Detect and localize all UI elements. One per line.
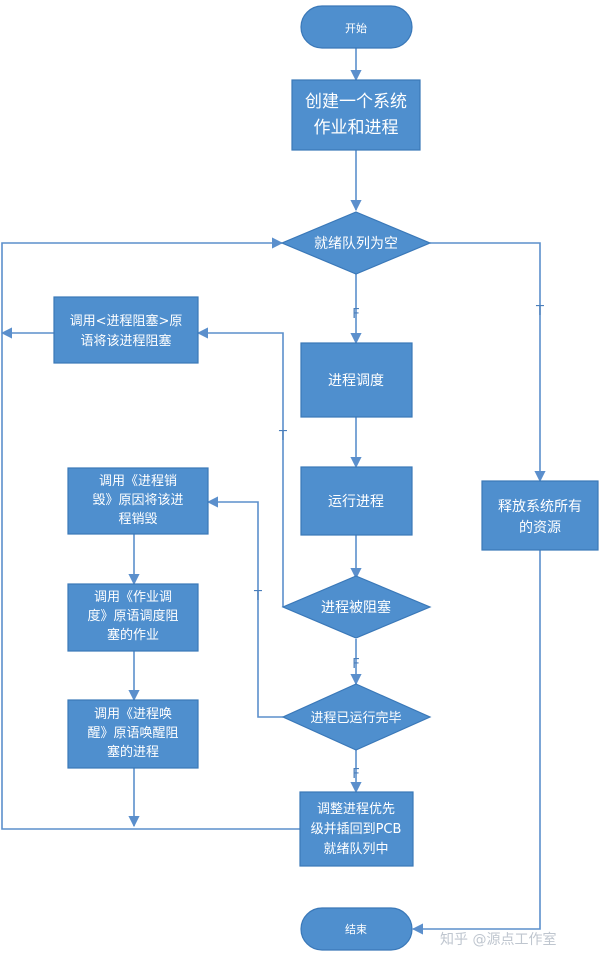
label-line: 调整进程优先 xyxy=(317,802,395,817)
schedule-node xyxy=(300,342,413,418)
label-line: 结束 xyxy=(345,923,367,936)
wakeup-label: 调用《进程唤醒》原语唤醒阻塞的进程 xyxy=(87,707,178,760)
release-label: 释放系统所有的资源 xyxy=(498,499,582,536)
end-label: 结束 xyxy=(345,923,367,936)
ready-empty-label: 就绪队列为空 xyxy=(314,236,398,252)
start-label: 开始 xyxy=(345,21,367,35)
label-line: 创建一个系统 xyxy=(305,92,407,112)
create-node xyxy=(291,79,421,151)
label-line: 醒》原语唤醒阻 xyxy=(87,726,178,741)
label-line: 进程被阻塞 xyxy=(321,599,391,616)
edge-ready-release xyxy=(430,242,546,483)
blocked-true-label: T xyxy=(278,429,287,444)
label-line: 进程调度 xyxy=(328,373,384,389)
block-primitive-node xyxy=(53,296,199,364)
label-line: 级并插回到PCB xyxy=(311,822,402,837)
create-label: 创建一个系统作业和进程 xyxy=(305,92,407,138)
label-line: 调用《进程销 xyxy=(99,474,177,489)
label-line: 塞的进程 xyxy=(107,744,159,760)
connectors xyxy=(0,48,546,935)
finished-label: 进程已运行完毕 xyxy=(310,711,401,726)
run-node xyxy=(300,466,413,536)
label-line: 程销毁 xyxy=(118,512,157,527)
label-line: 就绪队列为空 xyxy=(314,236,398,252)
ready-empty-true-label: T xyxy=(535,304,544,319)
blocked-decision xyxy=(281,575,432,639)
job-schedule-label: 调用《作业调度》原语调度阻塞的作业 xyxy=(87,590,178,643)
finished-false-label: F xyxy=(352,767,359,782)
label-line: 的资源 xyxy=(519,520,561,536)
label-line: 塞的作业 xyxy=(107,627,159,643)
label-line: 语将该进程阻塞 xyxy=(80,333,171,349)
end-node xyxy=(300,907,413,951)
label-line: 毁》原因将该进 xyxy=(92,493,183,508)
edge-blocked-blockprimitive xyxy=(196,327,284,607)
label-line: 开始 xyxy=(345,21,367,35)
adjust-label: 调整进程优先级并插回到PCB 就绪队列中 xyxy=(311,802,402,857)
blocked-false-label: F xyxy=(352,657,359,672)
label-line: 调用《进程唤 xyxy=(94,707,172,722)
label-line: 就绪队列中 xyxy=(323,842,388,857)
edge-release-end xyxy=(411,550,541,935)
finished-decision xyxy=(281,683,432,751)
label-line: 进程已运行完毕 xyxy=(310,711,401,726)
ready-empty-false-label: F xyxy=(352,307,359,322)
label-line: 调用<进程阻塞>原 xyxy=(70,313,183,329)
label-line: 度》原语调度阻 xyxy=(87,608,178,624)
label-line: 作业和进程 xyxy=(314,118,399,138)
job-schedule-node xyxy=(67,583,199,652)
label-line: 调用《作业调 xyxy=(94,590,172,605)
blocked-label: 进程被阻塞 xyxy=(321,599,391,616)
label-line: 运行进程 xyxy=(328,494,384,510)
block-primitive-label: 调用<进程阻塞>原语将该进程阻塞 xyxy=(70,313,183,349)
release-node xyxy=(481,480,599,551)
adjust-node xyxy=(299,791,414,867)
start-node xyxy=(300,5,413,49)
destroy-node xyxy=(67,467,209,535)
finished-true-label: T xyxy=(253,589,262,604)
ready-empty-decision xyxy=(280,211,432,275)
nodes xyxy=(53,5,599,951)
label-line: 释放系统所有 xyxy=(498,499,582,515)
watermark: 知乎 @源点工作室 xyxy=(440,931,556,948)
wakeup-node xyxy=(67,699,199,769)
edge-adjust-loop xyxy=(1,237,300,830)
edge-finished-destroy xyxy=(206,496,283,718)
run-label: 运行进程 xyxy=(328,494,384,510)
schedule-label: 进程调度 xyxy=(328,373,384,389)
destroy-label: 调用《进程销毁》原因将该进程销毁 xyxy=(92,474,183,527)
